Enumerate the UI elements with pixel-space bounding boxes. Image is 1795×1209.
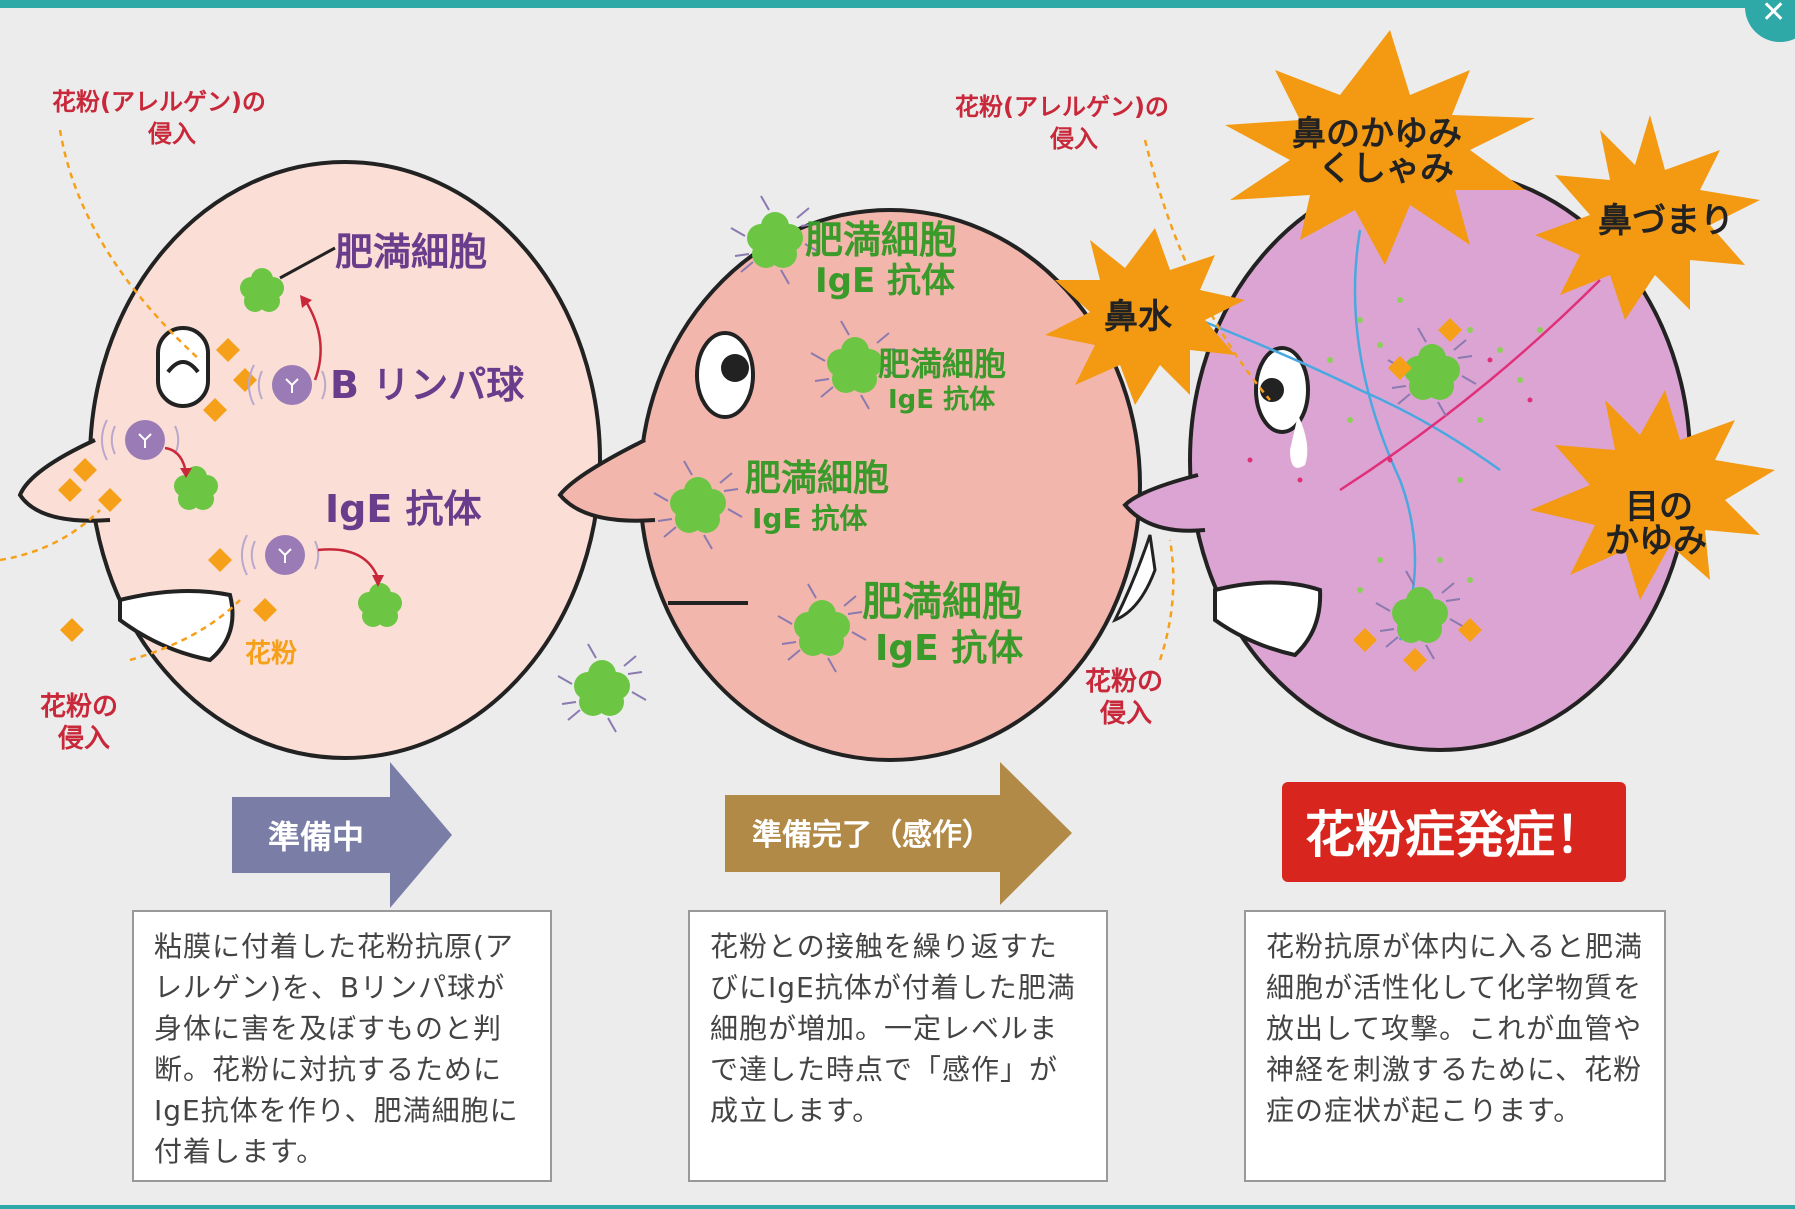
stage3-pollen-path xyxy=(1158,539,1175,661)
stage1-invasion-label-1: 花粉(アレルゲン)の xyxy=(52,88,266,116)
stage2-description: 花粉との接触を繰り返すたびにIgE抗体が付着した肥満細胞が増加。一定レベルまで達… xyxy=(688,910,1108,1182)
stage3-result-label: 花粉症発症！ xyxy=(1305,806,1605,864)
stage3-invasion-label-2: 侵入 xyxy=(1049,125,1098,153)
stage2-ige-label-1: IgE 抗体 xyxy=(815,261,955,301)
stage2-ige-label-4: IgE 抗体 xyxy=(875,627,1023,669)
stage2-face xyxy=(557,208,1142,762)
stage3-pink-particles xyxy=(1247,357,1533,483)
stage2-arrow-label: 準備完了（感作） xyxy=(752,818,992,853)
stage3-description: 花粉抗原が体内に入ると肥満細胞が活性化して化学物質を放出して攻撃。これが血管や神… xyxy=(1244,910,1666,1182)
stage1-face xyxy=(17,160,602,760)
stage3-pollen-invasion-label-1: 花粉の xyxy=(1085,667,1163,697)
stage3-burst-stuffy-nose xyxy=(1535,115,1760,320)
stage1-mast-pointer xyxy=(279,246,336,280)
symptom-runny-nose: 鼻水 xyxy=(1104,297,1173,337)
stage1-pollen-invasion-label-2: 侵入 xyxy=(57,724,110,754)
stage1-ige-label: IgE 抗体 xyxy=(325,487,482,531)
bottom-bar xyxy=(0,1205,1795,1209)
stage1-description: 粘膜に付着した花粉抗原(アレルゲン)を、Bリンパ球が身体に害を及ぼすものと判断。… xyxy=(132,910,552,1182)
symptom-stuffy-nose: 鼻づまり xyxy=(1598,201,1734,241)
stage1-b-lymphocyte-label: B リンパ球 xyxy=(330,363,525,407)
stage1-eye xyxy=(156,326,210,408)
stage1-arrow-bottom xyxy=(317,548,380,579)
stage3-burst-runny-nose xyxy=(1045,228,1245,405)
top-bar xyxy=(0,0,1795,8)
symptom-itchy-nose-1: 鼻のかゆみ xyxy=(1292,114,1462,154)
stage1-pollen-label: 花粉 xyxy=(245,639,297,669)
stage2-arrow: 準備完了（感作） xyxy=(725,762,1072,905)
symptom-itchy-eyes-1: 目の xyxy=(1625,487,1693,527)
stage1-pollen-path-left xyxy=(0,509,101,562)
stage1-pollen-invasion-label-1: 花粉の xyxy=(40,692,118,722)
symptom-itchy-nose-2: くしゃみ xyxy=(1318,149,1454,189)
close-icon: ✕ xyxy=(1761,0,1787,30)
stage3-result-box: 花粉症発症！ xyxy=(1282,782,1626,882)
stage1-invasion-path xyxy=(58,129,201,361)
stage1-arrow-label: 準備中 xyxy=(268,818,364,856)
stage2-ige-label-3: IgE 抗体 xyxy=(752,502,868,535)
symptom-itchy-eyes-2: かゆみ xyxy=(1605,521,1707,561)
stage1-arrow-right xyxy=(164,446,187,469)
stage2-mast-cell-label-3: 肥満細胞 xyxy=(745,458,889,499)
stage3-particles xyxy=(1327,297,1543,593)
stage1-pollen-path-bottom xyxy=(129,599,241,662)
stage2-mast-cell-label-4: 肥満細胞 xyxy=(862,579,1022,625)
stage3-burst-itchy-nose xyxy=(1225,30,1535,265)
stage2-mast-cell-label-1: 肥満細胞 xyxy=(805,218,957,262)
stage3-burst-itchy-eyes xyxy=(1530,390,1775,600)
stage3-invasion-label-1: 花粉(アレルゲン)の xyxy=(955,93,1169,121)
stage2-ige-label-2: IgE 抗体 xyxy=(888,384,996,415)
stage3-tear xyxy=(1290,415,1308,468)
stage1-invasion-label-2: 侵入 xyxy=(147,120,196,148)
stage1-mast-cell-label: 肥満細胞 xyxy=(335,230,487,274)
stage1-arrow-up xyxy=(303,299,322,381)
stage1-arrow: 準備中 xyxy=(232,762,452,908)
stage2-mast-cell-label-2: 肥満細胞 xyxy=(878,345,1006,383)
stage3-pollen-invasion-label-2: 侵入 xyxy=(1099,699,1152,729)
